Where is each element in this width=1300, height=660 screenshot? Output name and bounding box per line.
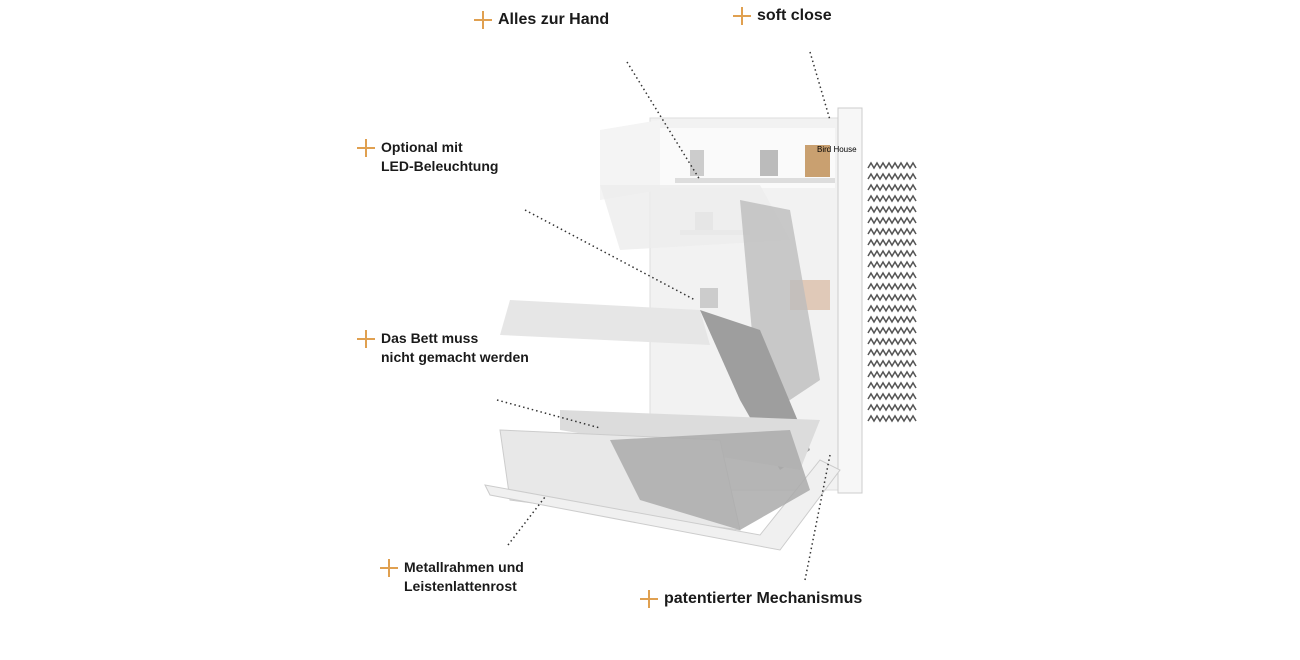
zigzag-line xyxy=(867,260,917,269)
zigzag-line xyxy=(867,304,917,313)
plus-icon xyxy=(733,7,751,25)
zigzag-line xyxy=(867,227,917,236)
zigzag-line xyxy=(867,381,917,390)
feature-text: nicht gemacht werden xyxy=(381,349,529,365)
zigzag-line xyxy=(867,194,917,203)
plus-icon xyxy=(474,11,492,29)
feature-mechanismus: patentierter Mechanismus xyxy=(640,589,862,608)
feature-text: Alles zur Hand xyxy=(498,11,610,28)
feature-text: patentierter Mechanismus xyxy=(664,590,863,607)
book-title: Bird House xyxy=(817,145,857,154)
plus-icon xyxy=(380,559,398,577)
plus-icon xyxy=(640,590,658,608)
leader-lines xyxy=(496,51,831,581)
zigzag-line xyxy=(867,216,917,225)
zigzag-line xyxy=(867,249,917,258)
feature-alles-zur-hand: Alles zur Hand xyxy=(474,10,609,29)
zigzag-line xyxy=(867,315,917,324)
feature-soft-close: soft close xyxy=(733,6,832,25)
zigzag-line xyxy=(867,183,917,192)
zigzag-line xyxy=(867,337,917,346)
zigzag-line xyxy=(867,238,917,247)
zigzag-line xyxy=(867,414,917,423)
feature-text: Optional mit xyxy=(381,139,463,155)
zigzag-line xyxy=(867,172,917,181)
wall-zigzag xyxy=(867,161,917,423)
feature-text: LED-Beleuchtung xyxy=(381,158,499,174)
feature-text: soft close xyxy=(757,7,832,24)
zigzag-line xyxy=(867,161,917,170)
zigzag-line xyxy=(867,359,917,368)
zigzag-line xyxy=(867,392,917,401)
feature-text: Metallrahmen und xyxy=(404,559,524,575)
zigzag-line xyxy=(867,403,917,412)
plus-icon xyxy=(357,330,375,348)
plus-icon xyxy=(357,139,375,157)
feature-text: Das Bett muss xyxy=(381,330,479,346)
zigzag-line xyxy=(867,370,917,379)
zigzag-line xyxy=(867,293,917,302)
zigzag-line xyxy=(867,282,917,291)
zigzag-line xyxy=(867,271,917,280)
zigzag-line xyxy=(867,326,917,335)
feature-text: Leistenlattenrost xyxy=(404,578,517,594)
feature-bett: Das Bett muss nicht gemacht werden xyxy=(357,329,529,367)
zigzag-line xyxy=(867,205,917,214)
zigzag-line xyxy=(867,348,917,357)
